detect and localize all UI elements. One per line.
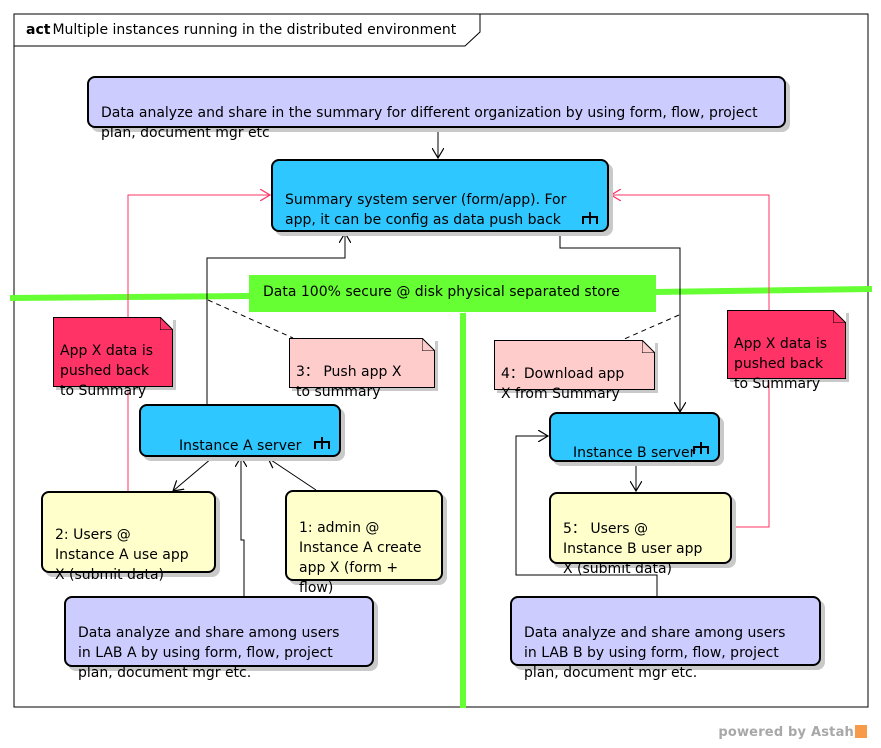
admin-a-label: 1: admin @ Instance A create app X (form… (299, 520, 422, 596)
note-fold-icon (160, 317, 173, 330)
flow-lab-a-to-instance-a (241, 457, 244, 598)
note-push-app: 3： Push app X to summary (289, 338, 435, 400)
flow-instance-a-to-users-a (173, 457, 213, 491)
astah-watermark: powered by Astah (718, 725, 867, 740)
lab-b-analyze-action[interactable]: Data analyze and share among users in LA… (510, 596, 821, 681)
lab-a-analyze-action[interactable]: Data analyze and share among users in LA… (64, 596, 374, 681)
note-fold-icon (642, 340, 655, 353)
users-a-action[interactable]: 2: Users @ Instance A use app X (submit … (41, 491, 216, 583)
note-anchor-push (207, 299, 294, 339)
partition-line-horizontal (9, 286, 873, 301)
frame-keyword: act (26, 22, 51, 38)
lab-a-label: Data analyze and share among users in LA… (78, 625, 340, 681)
note-pushed-back-a-text: App X data is pushed back to Summary (60, 343, 154, 399)
flow-admin-to-instance-a (268, 458, 317, 491)
users-a-label: 2: Users @ Instance A use app X (submit … (55, 527, 189, 583)
summary-server-label: Summary system server (form/app). For ap… (285, 192, 567, 228)
note-download-app: 4：Download app X from Summary (494, 340, 655, 402)
partition-label: Data 100% secure @ disk physical separat… (249, 275, 656, 312)
users-b-action[interactable]: 5： Users @ Instance B user app X (submit… (549, 492, 732, 577)
summary-analyze-label: Data analyze and share in the summary fo… (101, 105, 758, 141)
instance-b-label: Instance B server (573, 445, 696, 461)
call-behavior-icon (693, 442, 709, 454)
flow-summary-to-instance-b (559, 233, 680, 412)
call-behavior-icon (314, 437, 330, 449)
summary-server-action[interactable]: Summary system server (form/app). For ap… (271, 159, 609, 232)
users-b-label: 5： Users @ Instance B user app X (submit… (563, 521, 703, 577)
lab-b-label: Data analyze and share among users in LA… (524, 625, 786, 681)
note-push-app-text: 3： Push app X to summary (296, 364, 402, 400)
flow-lab-b-to-instance-b (515, 436, 658, 597)
note-anchor-download (621, 314, 680, 341)
instance-b-server-action[interactable]: Instance B server (549, 412, 720, 462)
activity-frame (13, 13, 869, 708)
frame-title-tab (14, 14, 481, 47)
flow-red-users-a-to-summary (127, 195, 270, 491)
astah-logo-icon (855, 725, 867, 738)
flow-instance-a-to-summary (206, 233, 345, 404)
note-pushed-back-b-text: App X data is pushed back to Summary (734, 336, 828, 392)
summary-analyze-action[interactable]: Data analyze and share in the summary fo… (87, 76, 786, 141)
admin-a-action[interactable]: 1: admin @ Instance A create app X (form… (285, 490, 443, 596)
instance-a-label: Instance A server (179, 438, 302, 454)
partition-label-text: Data 100% secure @ disk physical separat… (263, 284, 620, 300)
note-pushed-back-a: App X data is pushed back to Summary (53, 317, 173, 399)
watermark-text: powered by Astah (718, 725, 854, 740)
note-fold-icon (833, 310, 846, 323)
call-behavior-icon (582, 212, 598, 224)
note-fold-icon (422, 338, 435, 351)
note-pushed-back-b: App X data is pushed back to Summary (727, 310, 846, 392)
frame-title-text: Multiple instances running in the distri… (52, 22, 457, 38)
note-download-app-text: 4：Download app X from Summary (501, 366, 625, 402)
instance-a-server-action[interactable]: Instance A server (139, 404, 341, 457)
